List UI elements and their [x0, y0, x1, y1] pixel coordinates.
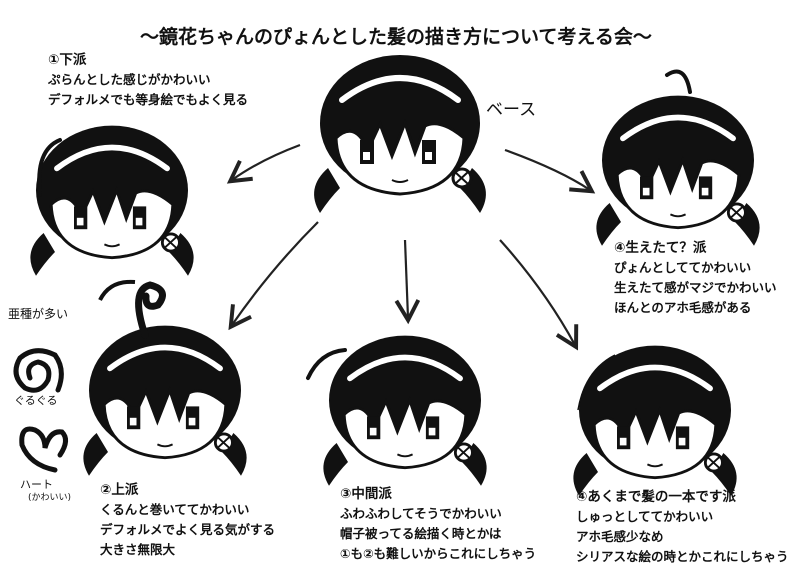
group-4-note: ④生えたて？派 ぴょんとしててかわいい 生えたて感がマジでかわいい ほんとのアホ…	[614, 238, 777, 318]
arrow-to-type-4	[504, 148, 596, 194]
group-5-note: ④あくまで髪の一本です派 しゅっとしててかわいい アホ毛感少なめ シリアスな絵の…	[576, 487, 789, 566]
arrow-to-type-3	[394, 239, 421, 325]
arrow-to-type-5	[499, 239, 579, 351]
head-type-3-middle	[306, 336, 487, 486]
group-heading: ①下派	[48, 52, 87, 68]
base-label: ベース	[486, 100, 537, 120]
group-line: ぴょんとしててかわいい	[614, 260, 752, 275]
group-line: くるんと巻いててかわいい	[100, 502, 250, 517]
group-line: しゅっとしててかわいい	[576, 509, 714, 524]
group-heading: ②上派	[100, 482, 139, 498]
head-type-2-curl	[83, 279, 246, 476]
arrow-to-type-1	[226, 143, 301, 184]
group-line: 生えたて感がマジでかわいい	[614, 280, 777, 295]
group-heading: ③中間派	[340, 486, 392, 502]
group-heading: ④生えたて？派	[614, 240, 707, 256]
variants-note: 亜種が多い	[8, 307, 69, 321]
group-2-note: ②上派 くるんと巻いててかわいい デフォルメでよく見る気がする 大きさ無限大	[100, 480, 275, 560]
group-1-note: ①下派 ぷらんとした感じがかわいい デフォルメでも等身絵でもよく見る	[48, 50, 248, 110]
group-line: ふわふわしてそうでかわいい	[340, 506, 502, 521]
group-line: デフォルメでよく見る気がする	[100, 522, 276, 537]
base-head	[314, 55, 486, 213]
group-line: シリアスな絵の時とかこれにしちゃう	[576, 549, 789, 564]
group-line: アホ毛感少なめ	[576, 529, 664, 544]
spiral-sample	[13, 348, 64, 393]
group-heading: ④あくまで髪の一本です派	[576, 489, 736, 505]
arrows	[226, 143, 596, 351]
heart-note: (かわいい)	[28, 493, 72, 503]
group-3-note: ③中間派 ふわふわしてそうでかわいい 帽子被ってる絵描く時とかは ①も②も難しい…	[340, 484, 536, 564]
heart-label: ハート	[20, 478, 53, 491]
head-type-4-sprout	[596, 69, 759, 245]
page-title: 〜鏡花ちゃんのぴょんとした髪の描き方について考える会〜	[140, 26, 652, 48]
head-type-5-single-hair	[573, 346, 736, 496]
group-line: ①も②も難しいからこれにしちゃう	[340, 546, 537, 561]
head-type-1-down	[30, 126, 193, 276]
arrow-to-type-2	[228, 221, 319, 331]
group-line: 大きさ無限大	[100, 542, 176, 557]
group-line: ぷらんとした感じがかわいい	[48, 72, 211, 87]
group-line: ほんとのアホ毛感がある	[614, 300, 752, 315]
heart-sample	[19, 426, 68, 473]
group-line: デフォルメでも等身絵でもよく見る	[48, 92, 249, 107]
spiral-label: ぐるぐる	[14, 394, 58, 407]
group-line: 帽子被ってる絵描く時とかは	[340, 526, 502, 541]
